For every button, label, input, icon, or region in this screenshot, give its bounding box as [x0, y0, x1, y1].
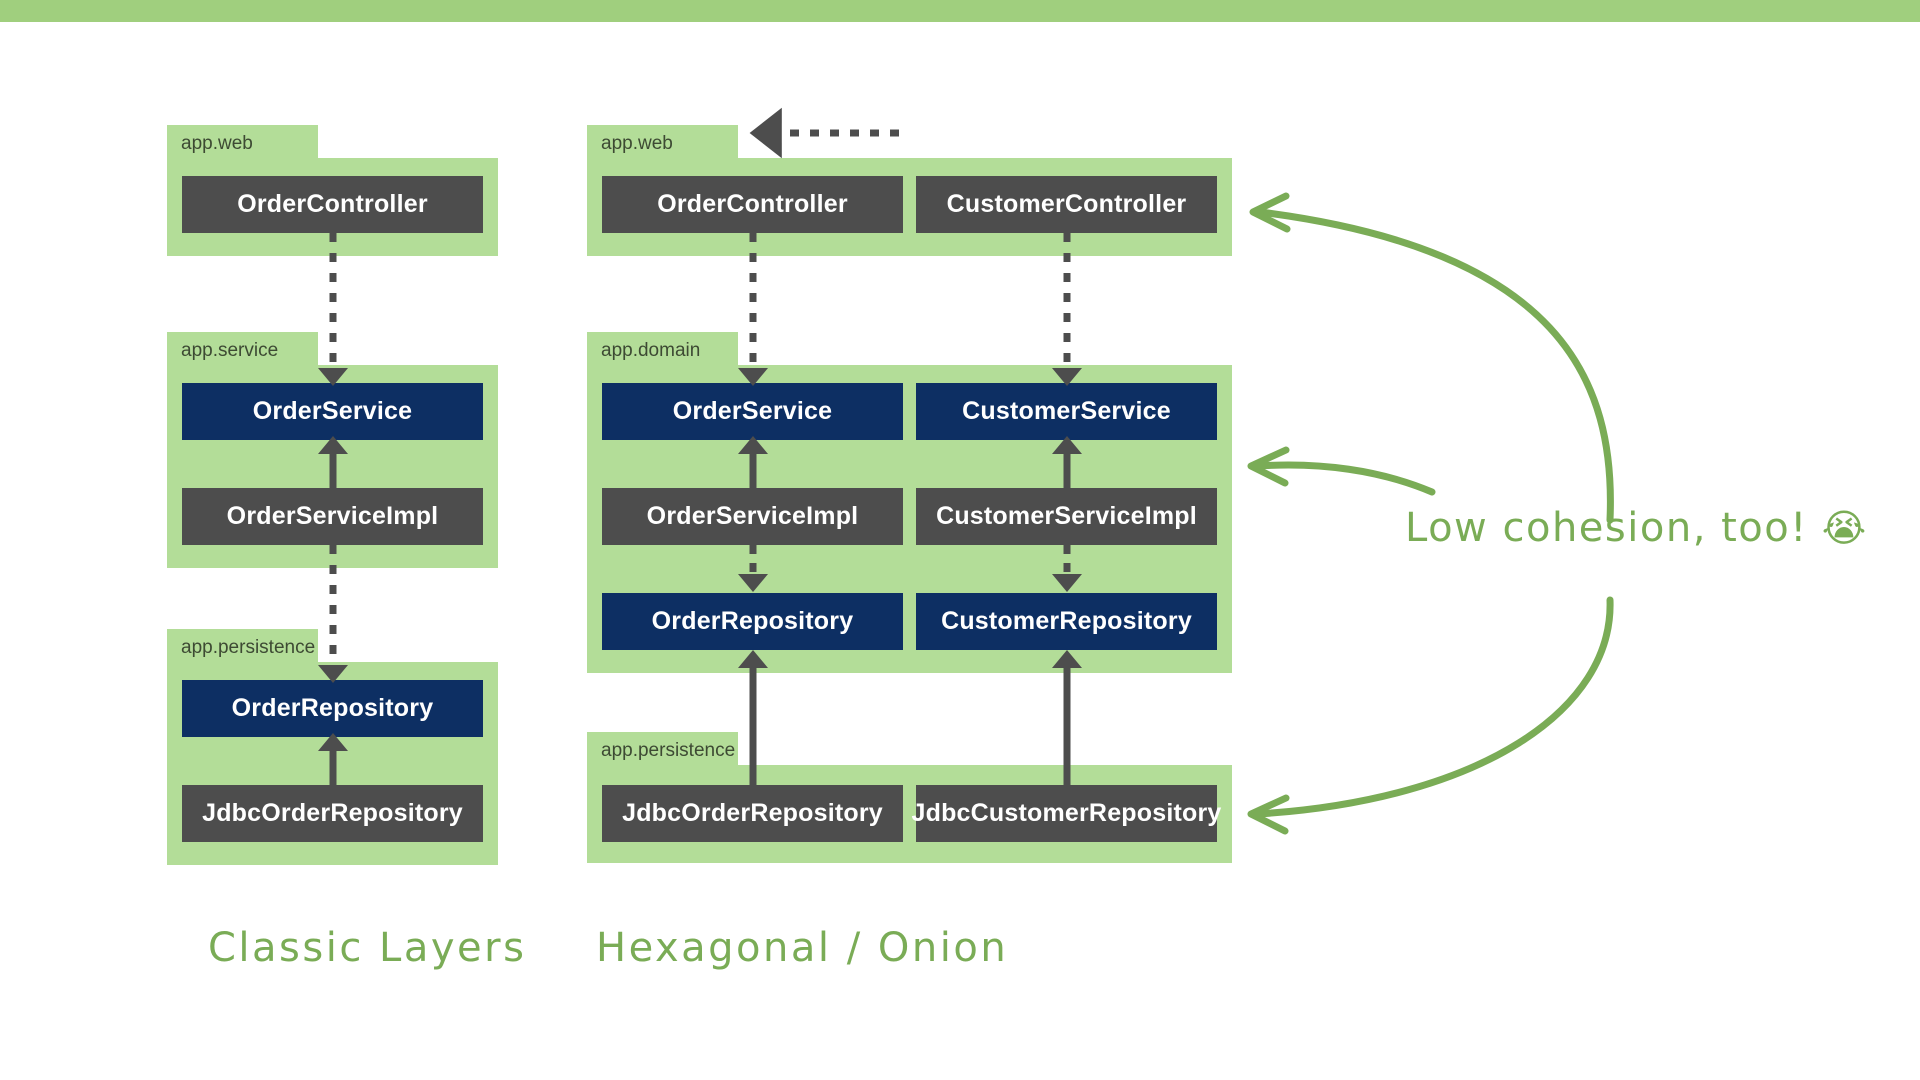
annotation-arrow-to-web-row	[1249, 192, 1614, 524]
class-box-customer-service-impl-mid[interactable]: CustomerServiceImpl	[916, 488, 1217, 545]
annotation-arrow-to-domain-row	[1247, 446, 1436, 496]
class-box-order-service-left[interactable]: OrderService	[182, 383, 483, 440]
class-box-customer-service-mid[interactable]: CustomerService	[916, 383, 1217, 440]
package-label-service-left: app.service	[181, 340, 279, 361]
class-box-customer-controller-mid[interactable]: CustomerController	[916, 176, 1217, 233]
package-tab-web-left	[167, 125, 318, 161]
class-box-order-service-impl-left[interactable]: OrderServiceImpl	[182, 488, 483, 545]
class-box-customer-repository-mid[interactable]: CustomerRepository	[916, 593, 1217, 650]
package-tab-domain-mid	[587, 332, 738, 368]
package-label-persistence-mid: app.persistence	[601, 740, 736, 761]
class-box-order-service-impl-mid[interactable]: OrderServiceImpl	[602, 488, 903, 545]
caption-classic-layers: Classic Layers	[208, 925, 527, 971]
class-box-jdbc-order-repository-left[interactable]: JdbcOrderRepository	[182, 785, 483, 842]
annotation-low-cohesion: Low cohesion, too! 😭	[1405, 505, 1868, 551]
package-tab-web-mid	[587, 125, 738, 161]
package-tab-service-left	[167, 332, 318, 368]
class-box-jdbc-order-repository-mid[interactable]: JdbcOrderRepository	[602, 785, 903, 842]
package-tab-persistence-left	[167, 629, 318, 665]
package-tab-persistence-mid	[587, 732, 738, 768]
package-label-domain-mid: app.domain	[601, 340, 701, 361]
package-label-web-left: app.web	[181, 133, 253, 154]
class-box-order-service-mid[interactable]: OrderService	[602, 383, 903, 440]
class-box-jdbc-customer-repository-mid[interactable]: JdbcCustomerRepository	[912, 785, 1221, 842]
annotation-text: Low cohesion, too!	[1405, 505, 1808, 551]
top-accent-bar	[0, 0, 1920, 22]
package-label-persistence-left: app.persistence	[181, 637, 316, 658]
crying-face-emoji: 😭	[1821, 506, 1868, 550]
package-label-web-mid: app.web	[601, 133, 673, 154]
class-box-order-repository-mid[interactable]: OrderRepository	[602, 593, 903, 650]
class-box-order-controller-left[interactable]: OrderController	[182, 176, 483, 233]
caption-hexagonal-onion: Hexagonal / Onion	[596, 925, 1009, 971]
class-box-order-repository-left[interactable]: OrderRepository	[182, 680, 483, 737]
annotation-arrow-to-persistence-row	[1247, 596, 1614, 835]
class-box-order-controller-mid[interactable]: OrderController	[602, 176, 903, 233]
